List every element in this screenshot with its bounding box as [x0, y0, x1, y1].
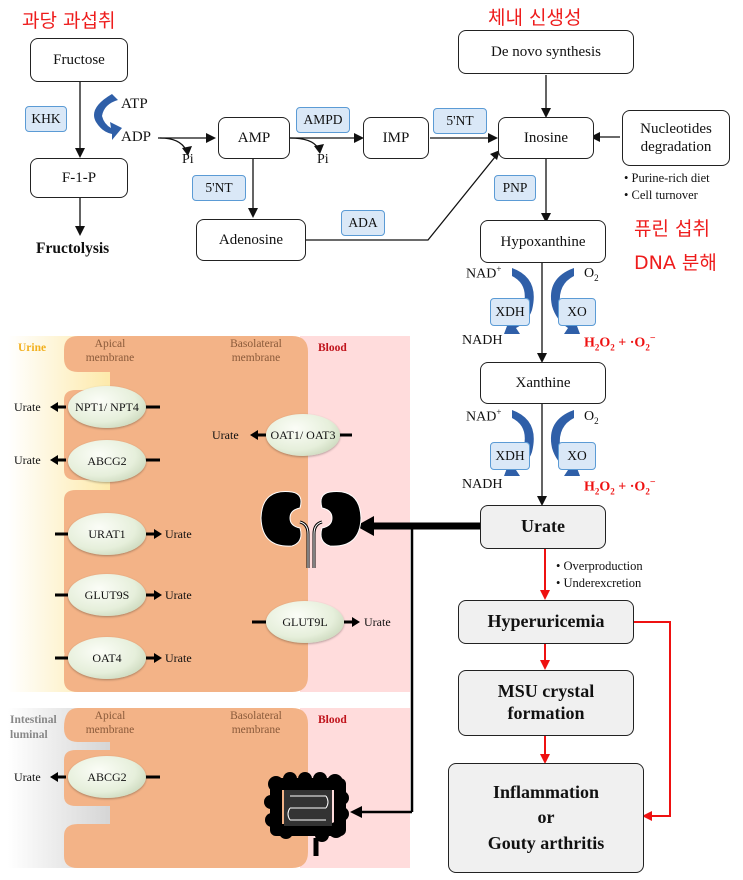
inosine-node: Inosine: [498, 117, 594, 159]
transporter-abcg2-kidney: ABCG2: [68, 440, 146, 482]
o2-label-2: O2: [584, 409, 599, 426]
urate-cause-item: • Underexcretion: [556, 575, 642, 590]
hypoxanthine-node: Hypoxanthine: [480, 220, 606, 263]
xanthine-node: Xanthine: [480, 362, 606, 404]
enzyme-xo-2: XO: [558, 442, 596, 470]
enzyme-xdh-1: XDH: [490, 298, 530, 326]
o2-label-1: O2: [584, 266, 599, 283]
nucleotide-source-item: • Purine-rich diet: [624, 171, 710, 185]
intestine-cell-region: [64, 708, 308, 868]
urate-causes-list: • Overproduction • Underexcretion: [556, 558, 643, 592]
imp-node: IMP: [363, 117, 429, 159]
transporter-oat1-oat3: OAT1/ OAT3: [266, 414, 340, 456]
transporter-urat1: URAT1: [68, 513, 146, 555]
urate-cause-item: • Overproduction: [556, 559, 643, 573]
transporter-abcg2-intestine: ABCG2: [68, 756, 146, 798]
urate-label: Urate: [14, 770, 41, 784]
nad-plus-label-2: NAD+: [466, 407, 502, 425]
f1p-node: F-1-P: [30, 158, 128, 198]
heading-endogenous-synthesis: 체내 신생성: [488, 7, 582, 29]
enzyme-xdh-2: XDH: [490, 442, 530, 470]
transporter-glut9l: GLUT9L: [266, 601, 344, 643]
hyperuricemia-node: Hyperuricemia: [458, 600, 634, 644]
intestine-icon: [264, 772, 349, 856]
enzyme-ada: ADA: [341, 210, 385, 236]
enzyme-5nt-amp: 5'NT: [192, 175, 246, 201]
inflammation-node: Inflammation or Gouty arthritis: [448, 763, 644, 873]
urate-excretion-arrows: [350, 516, 482, 818]
nadh-label-1: NADH: [462, 333, 503, 348]
intestine-blood-label: Blood: [318, 714, 347, 726]
kidney-basolateral-membrane-label: Basolateral membrane: [230, 338, 282, 364]
urate-label: Urate: [14, 453, 41, 467]
heading-purine-intake: 퓨린 섭취: [634, 218, 710, 240]
urate-label: Urate: [165, 588, 192, 602]
nadh-label-2: NADH: [462, 477, 503, 492]
ros-label-2: H2O2 + ·O2−: [584, 477, 656, 497]
enzyme-5nt-imp: 5'NT: [433, 108, 487, 134]
nucleotide-source-item: • Cell turnover: [624, 187, 698, 202]
amp-node: AMP: [218, 117, 290, 159]
msu-crystal-node: MSU crystal formation: [458, 670, 634, 736]
intestinal-lumen-label: Intestinal luminal: [10, 714, 57, 741]
nucleotides-degradation-node: Nucleotides degradation: [622, 110, 730, 166]
de-novo-synthesis-node: De novo synthesis: [458, 30, 634, 74]
fructose-node: Fructose: [30, 38, 128, 82]
transporter-glut9s: GLUT9S: [68, 574, 146, 616]
kidney-icon: [260, 491, 362, 568]
kidney-blood-label: Blood: [318, 342, 347, 354]
enzyme-pnp: PNP: [494, 175, 536, 201]
adp-label: ADP: [121, 129, 152, 145]
transporter-npt1-npt4: NPT1/ NPT4: [68, 386, 146, 428]
urate-node: Urate: [480, 505, 606, 549]
urate-label: Urate: [165, 527, 192, 541]
urate-label: Urate: [14, 400, 41, 414]
heading-dna-breakdown: DNA 분해: [634, 252, 717, 274]
transporter-oat4: OAT4: [68, 637, 146, 679]
nad-plus-label-1: NAD+: [466, 264, 502, 282]
ros-label-1: H2O2 + ·O2−: [584, 333, 656, 353]
fructolysis-label: Fructolysis: [36, 240, 110, 257]
atp-label: ATP: [121, 96, 148, 112]
nucleotide-sources-list: • Purine-rich diet • Cell turnover: [624, 170, 710, 204]
pi-label-2: Pi: [317, 152, 329, 167]
urine-label: Urine: [18, 342, 47, 354]
urate-label: Urate: [364, 615, 391, 629]
enzyme-khk: KHK: [25, 106, 67, 132]
kidney-apical-membrane-label: Apical membrane: [85, 338, 135, 364]
adenosine-node: Adenosine: [196, 219, 306, 261]
enzyme-ampd: AMPD: [296, 107, 350, 133]
heading-fructose-overintake: 과당 과섭취: [22, 10, 116, 32]
khk-curved-arrow: [94, 94, 122, 140]
intestine-apical-membrane-label: Apical membrane: [85, 710, 135, 736]
urate-label: Urate: [212, 428, 239, 442]
intestine-basolateral-membrane-label: Basolateral membrane: [230, 710, 282, 736]
pi-label-1: Pi: [182, 152, 194, 167]
enzyme-xo-1: XO: [558, 298, 596, 326]
urate-label: Urate: [165, 651, 192, 665]
